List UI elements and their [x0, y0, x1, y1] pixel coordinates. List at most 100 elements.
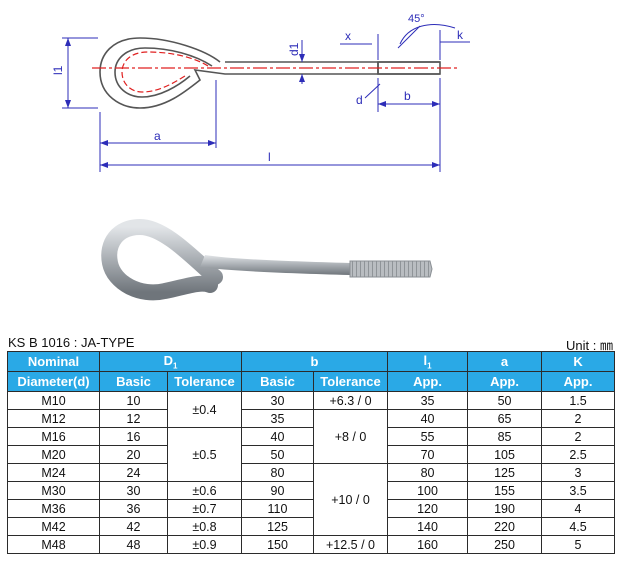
header-k-app: App. [541, 371, 616, 392]
cell-d1-tolerance: ±0.7 [167, 499, 242, 518]
header-d1-tolerance: Tolerance [167, 371, 242, 392]
label-x: x [345, 29, 351, 43]
cell-l1: 80 [387, 463, 469, 482]
cell-a: 85 [467, 427, 543, 446]
table-row: M48 48 ±0.9 150 +12.5 / 0 160 250 5 [7, 535, 616, 554]
cell-d1-tolerance: ±0.5 [167, 427, 242, 482]
cell-k: 1.5 [541, 391, 616, 410]
cell-k: 4.5 [541, 517, 616, 536]
cell-size: M30 [7, 481, 100, 500]
cell-l1: 160 [387, 535, 469, 554]
cell-b: 30 [241, 391, 314, 410]
bolt-outline [99, 37, 441, 109]
table-row: M36 36 ±0.7 110 120 190 4 [7, 499, 616, 518]
standard-caption: KS B 1016 : JA-TYPE [8, 335, 135, 350]
cell-b: 125 [241, 517, 314, 536]
cell-l1: 120 [387, 499, 469, 518]
photo-bolt-body [101, 218, 433, 301]
cell-l1: 40 [387, 409, 469, 428]
label-l: l [268, 150, 271, 164]
cell-l1: 70 [387, 445, 469, 464]
cell-d1: 30 [99, 481, 168, 500]
table-row: M24 24 80 +10 / 0 80 125 3 [7, 463, 616, 536]
cell-b: 150 [241, 535, 314, 554]
cell-b-tolerance: +10 / 0 [312, 463, 389, 536]
header-d1: D1 [99, 351, 242, 372]
eye-bolt-photo [101, 218, 433, 301]
cell-size: M24 [7, 463, 100, 482]
cell-d1-tolerance: ±0.8 [167, 517, 242, 536]
eye-bolt-technical-drawing: l1 d1 a l x d b k 45° [51, 13, 470, 172]
cell-a: 190 [467, 499, 543, 518]
cell-k: 3 [541, 463, 616, 482]
cell-d1-tolerance: ±0.4 [167, 391, 242, 428]
cell-a: 125 [467, 463, 543, 482]
table-row: M12 12 35 +8 / 0 40 65 2 [7, 409, 616, 464]
cell-size: M12 [7, 409, 100, 428]
table-row: M20 20 50 70 105 2.5 [7, 445, 616, 464]
label-d: d [356, 93, 363, 107]
cell-a: 250 [467, 535, 543, 554]
header-d1-basic: Basic [99, 371, 168, 392]
cell-b: 35 [241, 409, 314, 428]
cell-a: 105 [467, 445, 543, 464]
header-b-tolerance: Tolerance [312, 371, 389, 392]
cell-l1: 55 [387, 427, 469, 446]
cell-d1: 16 [99, 427, 168, 446]
cell-b: 80 [241, 463, 314, 482]
table-row: M16 16 ±0.5 40 55 85 2 [7, 427, 616, 482]
label-k: k [457, 28, 464, 42]
cell-l1: 100 [387, 481, 469, 500]
cell-d1: 12 [99, 409, 168, 428]
cell-size: M16 [7, 427, 100, 446]
cell-size: M10 [7, 391, 100, 410]
header-nominal: Nominal [7, 351, 100, 372]
label-a: a [154, 129, 161, 143]
cell-b-tolerance: +6.3 / 0 [312, 391, 389, 410]
cell-size: M20 [7, 445, 100, 464]
table-row: M30 30 ±0.6 90 100 155 3.5 [7, 481, 616, 500]
header-nominal-diameter: Diameter(d) [7, 371, 100, 392]
cell-a: 155 [467, 481, 543, 500]
cell-k: 4 [541, 499, 616, 518]
cell-b-tolerance: +12.5 / 0 [312, 535, 389, 554]
cell-k: 2 [541, 427, 616, 446]
cell-b-tolerance: +8 / 0 [312, 409, 389, 464]
cell-k: 2.5 [541, 445, 616, 464]
cell-size: M48 [7, 535, 100, 554]
cell-b: 90 [241, 481, 314, 500]
cell-size: M36 [7, 499, 100, 518]
label-angle: 45° [408, 13, 425, 25]
cell-a: 220 [467, 517, 543, 536]
cell-d1: 20 [99, 445, 168, 464]
centerline [92, 51, 458, 93]
unit-caption: Unit : ㎜ [566, 338, 613, 353]
cell-d1-tolerance: ±0.6 [167, 481, 242, 500]
header-b: b [240, 351, 389, 372]
cell-k: 2 [541, 409, 616, 428]
label-d1: d1 [287, 42, 301, 56]
header-k: K [541, 351, 616, 372]
label-l1: l1 [51, 65, 65, 75]
header-l1-app: App. [387, 371, 469, 392]
cell-l1: 140 [387, 517, 469, 536]
header-a: a [467, 351, 543, 372]
dimension-arrows [65, 38, 440, 168]
cell-d1: 36 [99, 499, 168, 518]
cell-d1: 10 [99, 391, 168, 410]
header-b-basic: Basic [241, 371, 314, 392]
cell-b: 50 [241, 445, 314, 464]
cell-a: 65 [467, 409, 543, 428]
table-row: M42 42 ±0.8 125 140 220 4.5 [7, 517, 616, 536]
cell-d1-tolerance: ±0.9 [167, 535, 242, 554]
label-b: b [404, 89, 411, 103]
table-row: M10 10 ±0.4 30 +6.3 / 0 35 50 1.5 [7, 391, 616, 428]
cell-b: 110 [241, 499, 314, 518]
header-l1: l1 [387, 351, 469, 372]
cell-d1: 48 [99, 535, 168, 554]
cell-d1: 42 [99, 517, 168, 536]
cell-k: 5 [541, 535, 616, 554]
header-a-app: App. [467, 371, 543, 392]
cell-a: 50 [467, 391, 543, 410]
dimension-lines [62, 24, 470, 172]
